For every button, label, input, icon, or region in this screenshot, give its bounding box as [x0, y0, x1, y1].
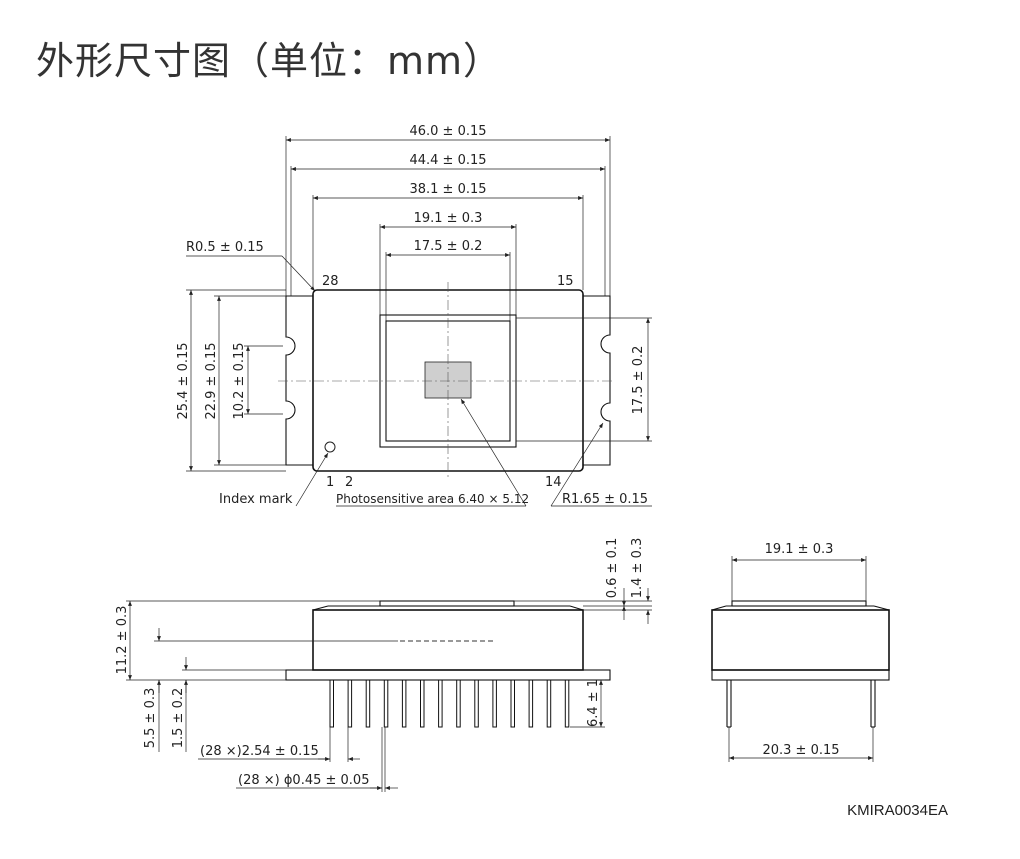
side-flange	[285, 669, 611, 681]
dim-row-spacing: 20.3 ± 0.15	[762, 743, 839, 758]
side-pin	[546, 680, 552, 728]
pin-14-label: 14	[545, 475, 562, 490]
dim-pin-diameter: (28 ×) ϕ0.45 ± 0.05	[238, 773, 369, 788]
dim-chip-level: 5.5 ± 0.3	[143, 688, 158, 749]
side-pin	[564, 680, 570, 728]
end-flange	[711, 669, 890, 681]
end-window-glass	[731, 600, 867, 607]
pin-28-label: 28	[322, 274, 339, 289]
side-pin	[492, 680, 497, 728]
side-pin	[474, 680, 479, 728]
dim-pin-width: 44.4 ± 0.15	[409, 153, 486, 168]
side-pin	[528, 680, 534, 728]
index-mark	[324, 441, 336, 453]
dim-flange: 1.5 ± 0.2	[171, 688, 186, 749]
side-pin	[365, 680, 371, 728]
dim-notch-radius: R1.65 ± 0.15	[562, 492, 648, 507]
dim-corner-radius: R0.5 ± 0.15	[186, 240, 264, 255]
dim-side-height: 11.2 ± 0.3	[115, 606, 130, 675]
side-pin	[347, 680, 353, 728]
side-view: 11.2 ± 0.3 5.5 ± 0.3 1.5 ± 0.2 0.6 ± 0.1…	[115, 538, 652, 792]
part-code: KMIRA0034EA	[847, 802, 948, 819]
side-body	[312, 609, 584, 671]
left-lead-frame	[285, 295, 313, 466]
side-pin	[401, 680, 407, 728]
photosensitive-area-label: Photosensitive area 6.40 × 5.12	[336, 492, 529, 506]
page-title: 外形尺寸图（单位：mm）	[36, 39, 503, 83]
top-view: 46.0 ± 0.15 44.4 ± 0.15 38.1 ± 0.15 19.1…	[176, 124, 652, 507]
end-body	[711, 609, 890, 671]
dim-end-window-width: 19.1 ± 0.3	[765, 542, 834, 557]
dim-window-width: 19.1 ± 0.3	[414, 211, 483, 226]
side-pin	[383, 680, 389, 728]
dim-lead-length: 6.4 ± 1	[586, 679, 601, 727]
end-view: 19.1 ± 0.3 20.3 ± 0.15	[711, 542, 890, 762]
dim-overall-width: 46.0 ± 0.15	[409, 124, 486, 139]
side-pin	[456, 680, 461, 728]
pin-1-label: 1	[326, 475, 334, 490]
dim-body-height: 22.9 ± 0.15	[204, 342, 219, 419]
index-mark-label: Index mark	[219, 492, 293, 507]
dim-pin-pitch: (28 ×)2.54 ± 0.15	[200, 744, 319, 759]
dim-body-width: 38.1 ± 0.15	[409, 182, 486, 197]
side-pin	[438, 680, 443, 728]
side-pin	[420, 680, 425, 728]
side-pins	[329, 680, 570, 728]
pin-15-label: 15	[557, 274, 574, 289]
dim-window-t2: 1.4 ± 0.3	[630, 538, 645, 599]
dim-window-height: 17.5 ± 0.2	[631, 346, 646, 415]
dim-overall-height: 25.4 ± 0.15	[176, 342, 191, 419]
dim-notch-pitch: 10.2 ± 0.15	[232, 342, 247, 419]
side-window-glass	[379, 600, 515, 607]
side-pin	[510, 680, 515, 728]
side-pin	[329, 680, 334, 728]
pin-2-label: 2	[345, 475, 353, 490]
right-lead-frame	[583, 295, 611, 466]
dim-window-inner-width: 17.5 ± 0.2	[414, 239, 483, 254]
dim-window-t1: 0.6 ± 0.1	[605, 538, 620, 599]
